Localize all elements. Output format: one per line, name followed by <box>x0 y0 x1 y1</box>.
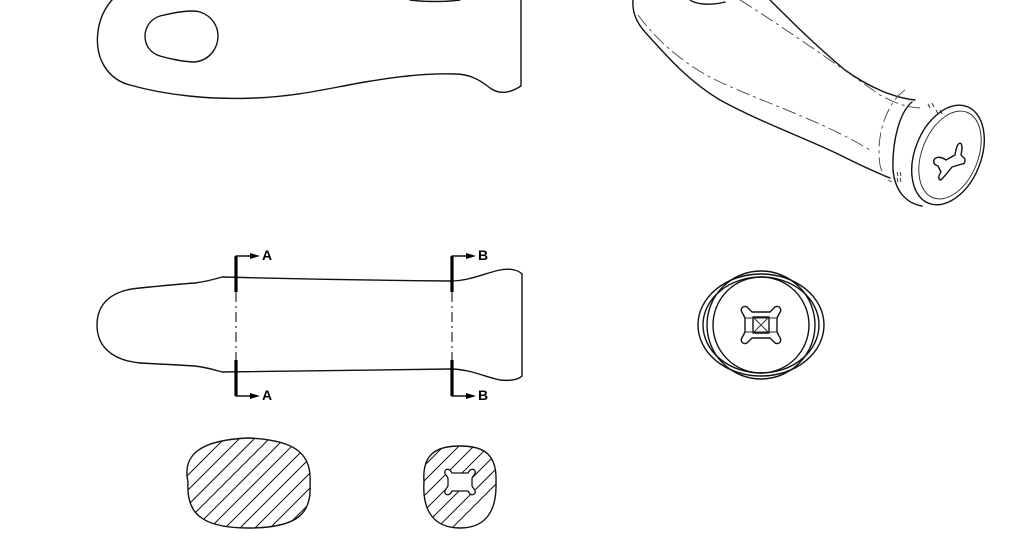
handle-outline <box>96 0 522 100</box>
section-b <box>423 445 497 529</box>
section-b-label-bottom: B <box>478 387 488 403</box>
section-a-hatching <box>186 438 311 528</box>
end-view-cap-inner <box>712 276 810 374</box>
section-a-label-top: A <box>262 247 272 263</box>
section-a <box>186 437 311 529</box>
side-view-top <box>96 0 522 100</box>
section-b-outline <box>423 445 497 529</box>
section-a-arrowhead-bottom <box>250 393 260 399</box>
end-view-socket-icon <box>740 305 782 345</box>
oval-hole <box>144 10 219 63</box>
end-view-cap-outer <box>706 270 816 380</box>
end-cap-outer <box>911 104 985 206</box>
socket-cross-marks <box>752 316 770 334</box>
end-cap-inner <box>918 110 982 200</box>
section-b-label-top: B <box>478 247 488 263</box>
section-a-arrowhead-top <box>250 253 260 259</box>
perspective-lower-outline <box>632 0 891 179</box>
handle-top-edge-fragment <box>409 0 461 3</box>
cross-socket-icon <box>933 142 966 181</box>
end-view <box>697 270 825 380</box>
perspective-view <box>632 0 985 207</box>
socket-bar-lines <box>745 317 777 333</box>
section-b-arrowhead-bottom <box>466 393 476 399</box>
section-b-arrowhead-top <box>466 253 476 259</box>
perspective-centerline-upper <box>739 0 921 109</box>
end-view-outer-flange <box>697 273 825 377</box>
plan-rounded-tip <box>96 287 141 364</box>
section-a-label-bottom: A <box>262 387 272 403</box>
plan-upper-outline <box>139 268 523 289</box>
knurl-marks <box>896 102 943 183</box>
section-a-outline <box>186 437 311 529</box>
section-b-hatching <box>423 446 497 528</box>
end-cap-side <box>892 101 923 207</box>
perspective-upper-outline <box>769 0 916 101</box>
perspective-centerline-lower <box>637 14 871 151</box>
perspective-top-loop <box>689 0 726 5</box>
plan-lower-outline <box>139 362 523 382</box>
perspective-band-ring <box>878 89 906 183</box>
socket-square <box>752 316 770 334</box>
top-view-with-sections: A A B B <box>96 247 523 403</box>
section-b-socket-icon <box>444 468 476 496</box>
